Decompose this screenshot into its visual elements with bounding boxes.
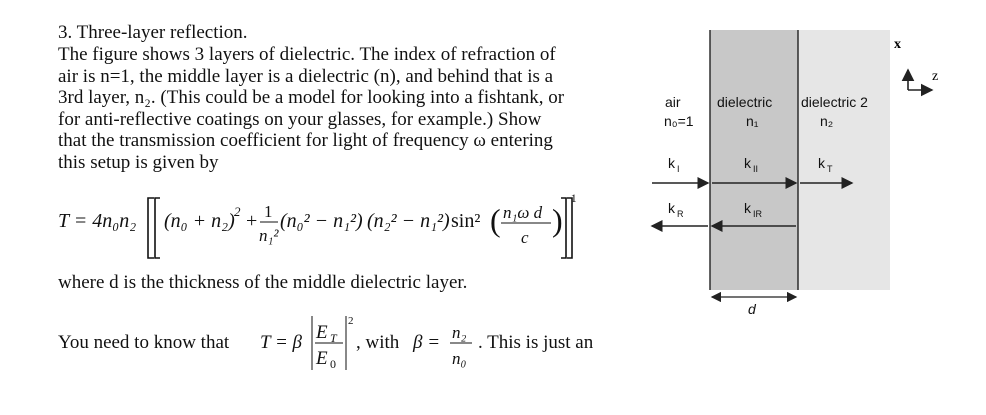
- paragraph-line: 3rd layer, n₂. (This could be a model fo…: [58, 87, 565, 108]
- air-label: air: [665, 94, 681, 110]
- equation-term3: (n₂² − n₁²): [367, 210, 450, 232]
- E-T-sub: T: [330, 331, 338, 345]
- n2-label: n₂: [820, 113, 833, 129]
- beta-label: β =: [412, 332, 440, 353]
- svg-text:(: (: [490, 202, 501, 238]
- paragraph-line: for anti-reflective coatings on your gla…: [58, 108, 542, 130]
- fraction-numerator: 1: [264, 202, 273, 221]
- kI-sub: I: [677, 164, 680, 174]
- n1-label: n₁: [746, 113, 759, 129]
- dielectric-layer: [710, 30, 798, 290]
- kIR-sub: IR: [753, 209, 763, 219]
- dielectric-layers-figure: x z air n₀=1 dielectric n₁ dielectric 2 …: [650, 30, 938, 317]
- kR-label: k: [668, 200, 676, 216]
- where-text: where d is the thickness of the middle d…: [58, 272, 468, 293]
- paragraph-line: that the transmission coefficient for li…: [58, 130, 553, 151]
- n0-label: n₀=1: [664, 113, 694, 129]
- dielectric2-layer: [798, 30, 890, 290]
- argument-denominator: c: [521, 228, 529, 247]
- abs-exponent: 2: [348, 315, 354, 327]
- E-0: E: [315, 348, 328, 369]
- paragraph-line: The figure shows 3 layers of dielectric.…: [58, 44, 556, 65]
- beta-numerator: n₂: [452, 323, 467, 342]
- kR-sub: R: [677, 209, 684, 219]
- paragraph-line: air is n=1, the middle layer is a dielec…: [58, 65, 554, 87]
- kT-label: k: [818, 155, 826, 171]
- transmission-equation: T = 4n₀n₂ (n₀ + n₂) 2 + 1 n₁² (n₀² − n₁²…: [58, 191, 577, 259]
- need-suffix: . This is just an: [478, 332, 594, 353]
- d-label: d: [748, 301, 757, 317]
- kI-label: k: [668, 155, 676, 171]
- beta-T: T = β: [260, 332, 303, 353]
- dielectric2-label: dielectric 2: [801, 94, 868, 110]
- kII-label: k: [744, 155, 752, 171]
- problem-paragraph: The figure shows 3 layers of dielectric.…: [58, 44, 564, 173]
- axis-z-label: z: [932, 69, 938, 84]
- equation-sin: sin²: [451, 210, 480, 232]
- need-prefix: You need to know that: [58, 332, 230, 353]
- dielectric-label: dielectric: [717, 94, 772, 110]
- equation-outer-exponent: −1: [564, 191, 577, 205]
- equation-exp2: 2: [234, 204, 241, 219]
- fraction-denominator: n₁²: [259, 226, 279, 245]
- equation-term1: (n₀ + n₂): [164, 210, 235, 232]
- equation-lhs: T = 4n₀n₂: [58, 210, 136, 232]
- right-bracket: [561, 197, 567, 259]
- svg-text:+: +: [246, 210, 257, 232]
- E-T: E: [315, 322, 328, 343]
- E-0-sub: 0: [330, 357, 336, 371]
- svg-text:): ): [552, 202, 563, 238]
- kII-sub: II: [753, 164, 758, 174]
- problem-title: 3. Three-layer reflection.: [58, 22, 248, 43]
- beta-denominator: n₀: [452, 349, 467, 368]
- kT-sub: T: [827, 164, 833, 174]
- argument-numerator: n₁ω d: [503, 203, 543, 222]
- paragraph-line: this setup is given by: [58, 151, 219, 173]
- equation-term2: (n₀² − n₁²): [280, 210, 363, 232]
- need-with: , with: [356, 332, 400, 353]
- left-bracket: [147, 197, 154, 259]
- kIR-label: k: [744, 200, 752, 216]
- beta-equation-line: You need to know that T = β E T E 0 2 , …: [58, 315, 594, 371]
- axis-x-label: x: [894, 37, 901, 52]
